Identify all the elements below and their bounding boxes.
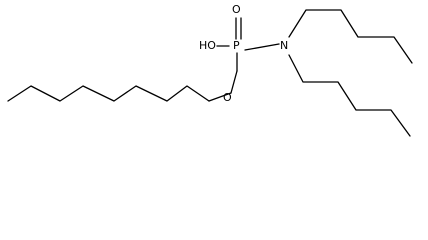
upper-pentyl-chain — [288, 9, 413, 64]
o-chain-link — [230, 70, 238, 94]
hydroxyl-label: HO — [199, 39, 216, 52]
heptyl-chain — [7, 85, 210, 102]
structural-formula: O HO P N O — [7, 3, 413, 137]
lower-pentyl-chain — [288, 54, 411, 137]
nitrogen-label: N — [280, 39, 288, 52]
ester-oxygen-label: O — [223, 91, 232, 104]
phosphorus-label: P — [233, 39, 240, 52]
oxygen-double-label: O — [232, 3, 241, 16]
p-n-bond — [244, 43, 280, 51]
ester-o-bond — [208, 92, 232, 102]
